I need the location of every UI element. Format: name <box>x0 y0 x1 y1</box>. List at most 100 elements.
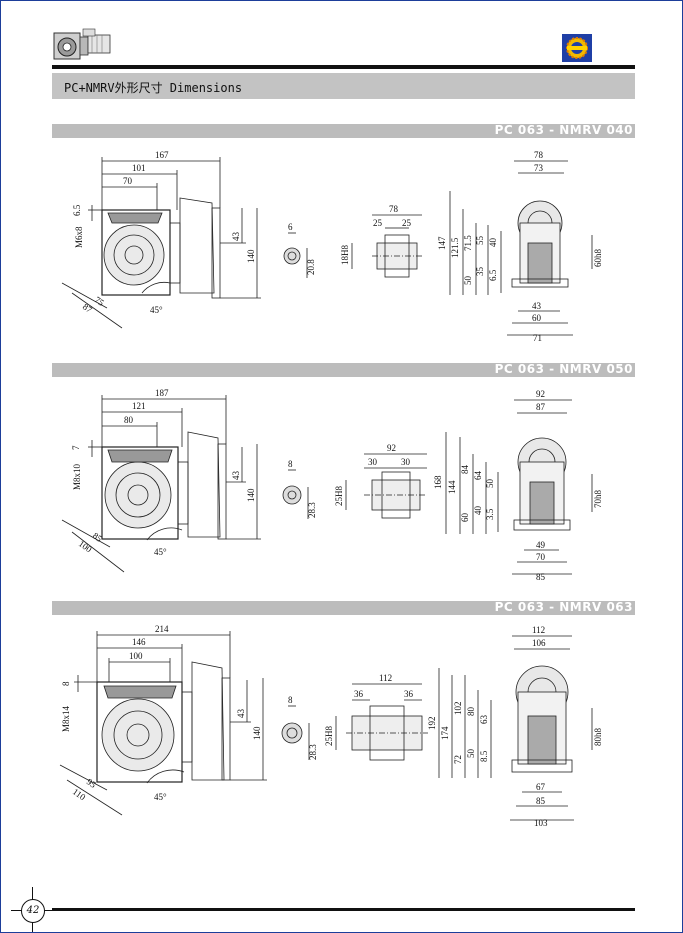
dim-v7: 50 <box>466 749 476 759</box>
dim-v7: 40 <box>473 506 483 516</box>
dim-v4: 55 <box>475 236 485 246</box>
page-title: PC+NMRV外形尺寸 Dimensions <box>64 81 243 95</box>
dim-output-height: 43 <box>236 709 246 719</box>
dim-bottom-2: 60 <box>532 313 542 323</box>
dim-width-1: 146 <box>132 637 146 647</box>
section-title: PC 063 - NMRV 040 <box>494 123 633 137</box>
dim-v3: 102 <box>453 702 463 716</box>
dim-hub-b: 36 <box>404 689 414 699</box>
dim-bottom-3: 85 <box>536 572 546 582</box>
dim-flange-width-2: 73 <box>534 163 544 173</box>
dim-bottom-1: 67 <box>536 782 546 792</box>
dim-v5: 50 <box>485 479 495 489</box>
dim-hub-length: 112 <box>379 673 392 683</box>
dim-bottom-2: 70 <box>536 552 546 562</box>
dim-hub-b: 30 <box>401 457 411 467</box>
dim-bottom-3: 103 <box>534 818 548 828</box>
section-bar-nmrv040: PC 063 - NMRV 040 <box>52 123 635 138</box>
dim-v6: 72 <box>453 755 463 764</box>
dim-diagonal-1: 75 <box>93 294 107 308</box>
dim-overall-length: 214 <box>155 624 169 634</box>
dim-total-height: 140 <box>252 726 262 740</box>
dim-bottom-1: 43 <box>532 301 542 311</box>
dim-angle: 45° <box>150 305 163 315</box>
dim-top-offset: 6.5 <box>72 204 82 216</box>
dim-thread: M8x14 <box>61 705 71 732</box>
dim-thread: M8x10 <box>72 463 82 490</box>
dim-shaft-height: 20.8 <box>306 259 316 275</box>
dim-v7: 35 <box>475 267 485 277</box>
dim-v4: 80 <box>466 707 476 717</box>
dimension-drawing-nmrv050: 187 121 80 7 M8x10 43 140 85 100 45° 8 2… <box>61 388 603 582</box>
dim-v4: 64 <box>473 471 483 481</box>
dim-width-2: 100 <box>129 651 143 661</box>
dim-overall-length: 187 <box>155 388 169 398</box>
dim-output-height: 43 <box>231 471 241 481</box>
dim-v5: 63 <box>479 715 489 725</box>
gearbox-thumbnail-icon <box>53 28 111 60</box>
footer-rule <box>52 908 635 911</box>
dim-angle: 45° <box>154 792 167 802</box>
dim-top-offset: 8 <box>61 681 71 686</box>
section-title: PC 063 - NMRV 063 <box>494 600 633 614</box>
dim-diagonal-2: 100 <box>77 538 94 554</box>
header-rule <box>52 65 635 69</box>
dim-hub-a: 25 <box>373 218 383 228</box>
dim-key-width: 8 <box>288 459 293 469</box>
dim-width-2: 70 <box>123 176 133 186</box>
dim-v6: 60 <box>460 513 470 523</box>
dim-spigot: 60h8 <box>593 249 603 268</box>
dim-flange-width-2: 106 <box>532 638 546 648</box>
dim-v3: 71.5 <box>463 235 473 251</box>
brand-gear-logo-icon <box>562 34 592 62</box>
section-bar-nmrv063: PC 063 - NMRV 063 <box>52 600 635 615</box>
dim-bottom-3: 71 <box>533 333 542 343</box>
dim-hub-a: 30 <box>368 457 378 467</box>
dim-spigot: 70h8 <box>593 490 603 509</box>
dim-v2: 144 <box>447 480 457 494</box>
dim-diagonal-2: 87 <box>81 301 95 315</box>
dim-diagonal-2: 110 <box>71 786 88 802</box>
dim-v8: 3.5 <box>485 508 495 520</box>
dim-flange-width-1: 78 <box>534 150 544 160</box>
section-title: PC 063 - NMRV 050 <box>494 362 633 376</box>
dim-shaft-height: 28.3 <box>307 502 317 518</box>
dim-width-1: 121 <box>132 401 146 411</box>
dim-hub-length: 92 <box>387 443 396 453</box>
dim-spigot: 80h8 <box>593 728 603 747</box>
dim-v8: 6.5 <box>488 269 498 281</box>
dim-v5: 40 <box>488 238 498 248</box>
dim-total-height: 140 <box>246 488 256 502</box>
dim-hub-length: 78 <box>389 204 399 214</box>
dim-top-offset: 7 <box>71 445 81 450</box>
dim-v3: 84 <box>460 465 470 475</box>
dim-flange-width-2: 87 <box>536 402 546 412</box>
dim-angle: 45° <box>154 547 167 557</box>
dim-key-width: 6 <box>288 222 293 232</box>
dim-bore: 18H8 <box>340 245 350 265</box>
dim-thread: M6x8 <box>74 226 84 248</box>
dim-output-height: 43 <box>231 232 241 242</box>
dim-hub-a: 36 <box>354 689 364 699</box>
dim-diagonal-1: 95 <box>85 776 99 790</box>
page-number-badge: 42 <box>21 899 45 923</box>
dim-bottom-2: 85 <box>536 796 546 806</box>
dim-bore: 25H8 <box>324 726 334 746</box>
dim-bore: 25H8 <box>334 486 344 506</box>
page-title-bar: PC+NMRV外形尺寸 Dimensions <box>52 73 635 99</box>
dimension-drawing-nmrv040: 167 101 70 6.5 M6x8 43 140 75 87 45° 6 2… <box>61 150 603 343</box>
dim-flange-width-1: 112 <box>532 625 545 635</box>
dim-v6: 50 <box>463 276 473 286</box>
dim-v1: 192 <box>427 717 437 731</box>
dim-v2: 174 <box>440 726 450 740</box>
page-number: 42 <box>26 905 40 916</box>
dim-v8: 8.5 <box>479 750 489 762</box>
dim-hub-b: 25 <box>402 218 412 228</box>
section-bar-nmrv050: PC 063 - NMRV 050 <box>52 362 635 377</box>
dim-v2: 121.5 <box>450 237 460 258</box>
dimension-drawing-nmrv063: 214 146 100 8 M8x14 43 140 95 110 45° 8 … <box>59 624 603 828</box>
dim-width-1: 101 <box>132 163 146 173</box>
dim-width-2: 80 <box>124 415 134 425</box>
dim-key-width: 8 <box>288 695 293 705</box>
